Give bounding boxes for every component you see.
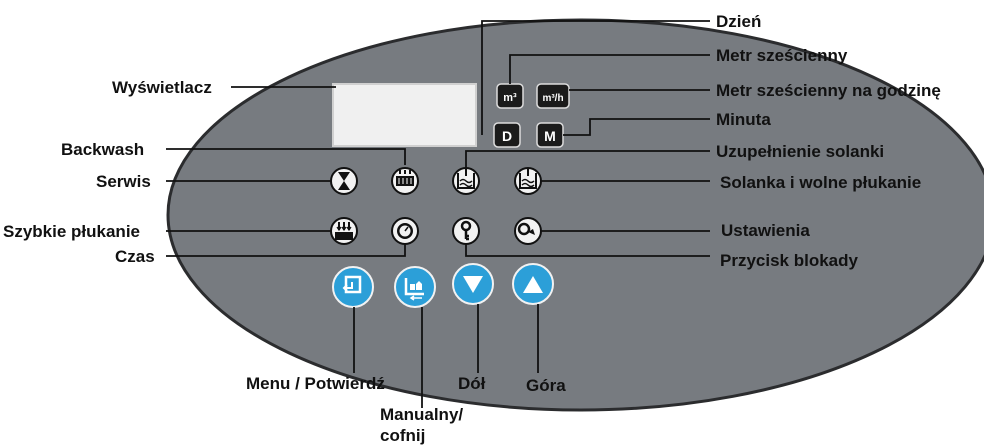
unit-key-minute[interactable]: M	[536, 122, 564, 148]
arrow-down-icon	[463, 276, 483, 293]
unit-key-minute-label: M	[544, 128, 556, 144]
leader-time	[166, 244, 406, 257]
backwash-icon	[391, 167, 419, 195]
unit-key-day[interactable]: D	[493, 122, 521, 148]
label-down: Dół	[458, 374, 486, 393]
key-lock-icon	[452, 217, 480, 245]
label-manual-back-line1: Manualny/	[380, 405, 463, 424]
down-button[interactable]	[452, 263, 494, 305]
settings-icon	[514, 217, 542, 245]
leader-minute	[563, 118, 710, 136]
label-day: Dzień	[716, 12, 761, 31]
clock-dial-icon	[391, 217, 419, 245]
unit-key-day-label: D	[502, 128, 512, 144]
leader-lock	[465, 244, 710, 257]
leader-backwash	[166, 148, 406, 165]
arrow-up-icon	[523, 276, 543, 293]
menu-confirm-icon	[342, 275, 362, 294]
label-lock-button: Przycisk blokady	[720, 251, 859, 270]
label-display: Wyświetlacz	[112, 78, 212, 97]
brine-refill-icon	[452, 167, 480, 195]
manual-back-icon	[404, 278, 424, 301]
menu-confirm-button[interactable]	[332, 266, 374, 308]
hourglass-icon	[330, 167, 358, 195]
label-cubic-meter: Metr sześcienny	[716, 46, 848, 65]
leader-m3	[509, 54, 710, 84]
label-menu-confirm: Menu / Potwierdź	[246, 374, 385, 393]
label-cubic-meter-per-hour: Metr sześcienny na godzinę	[716, 81, 941, 100]
label-fast-rinse: Szybkie płukanie	[3, 222, 140, 241]
leader-day	[481, 20, 710, 135]
label-manual-back-line2: cofnij	[380, 426, 425, 445]
leader-lines	[166, 20, 710, 408]
label-settings: Ustawienia	[721, 221, 810, 240]
unit-key-m3h[interactable]: m³/h	[536, 83, 570, 109]
unit-key-m3-label: m³	[503, 92, 517, 104]
label-brine-refill: Uzupełnienie solanki	[716, 142, 884, 161]
lcd-display	[332, 83, 477, 147]
control-panel-body	[166, 18, 984, 412]
fast-rinse-icon	[330, 217, 358, 245]
label-up: Góra	[526, 376, 566, 395]
unit-key-m3h-label: m³/h	[542, 93, 563, 104]
up-button[interactable]	[512, 263, 554, 305]
label-brine-slow-rinse: Solanka i wolne płukanie	[720, 173, 921, 192]
label-minute: Minuta	[716, 110, 771, 129]
unit-key-m3[interactable]: m³	[496, 83, 524, 109]
brine-slow-rinse-icon	[514, 167, 542, 195]
leader-brine-refill	[465, 150, 710, 168]
label-time: Czas	[115, 247, 155, 266]
manual-back-button[interactable]	[394, 266, 436, 308]
label-service: Serwis	[96, 172, 151, 191]
label-backwash: Backwash	[61, 140, 144, 159]
